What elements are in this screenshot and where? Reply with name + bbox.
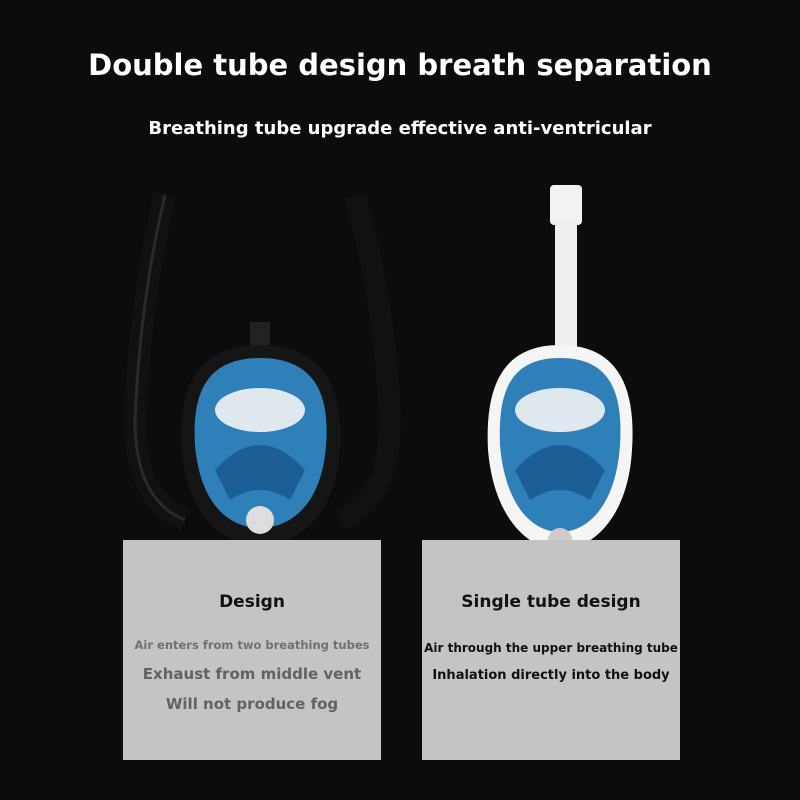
card-title: Design xyxy=(219,592,285,612)
single-tube-mask xyxy=(487,185,633,552)
card-title: Single tube design xyxy=(461,592,641,612)
card-line: Will not produce fog xyxy=(165,695,339,713)
page-title: Double tube design breath separation xyxy=(88,48,712,82)
card-line: Air enters from two breathing tubes xyxy=(134,638,370,652)
double-tube-mask xyxy=(123,191,402,545)
single-tube-info-card: Single tube design Air through the upper… xyxy=(422,540,680,760)
card-line: Air through the upper breathing tube xyxy=(424,641,678,655)
card-line: Inhalation directly into the body xyxy=(432,668,670,683)
double-tube-info-card: Design Air enters from two breathing tub… xyxy=(123,540,381,760)
page-subtitle: Breathing tube upgrade effective anti-ve… xyxy=(148,118,652,139)
card-line: Exhaust from middle vent xyxy=(142,665,362,683)
